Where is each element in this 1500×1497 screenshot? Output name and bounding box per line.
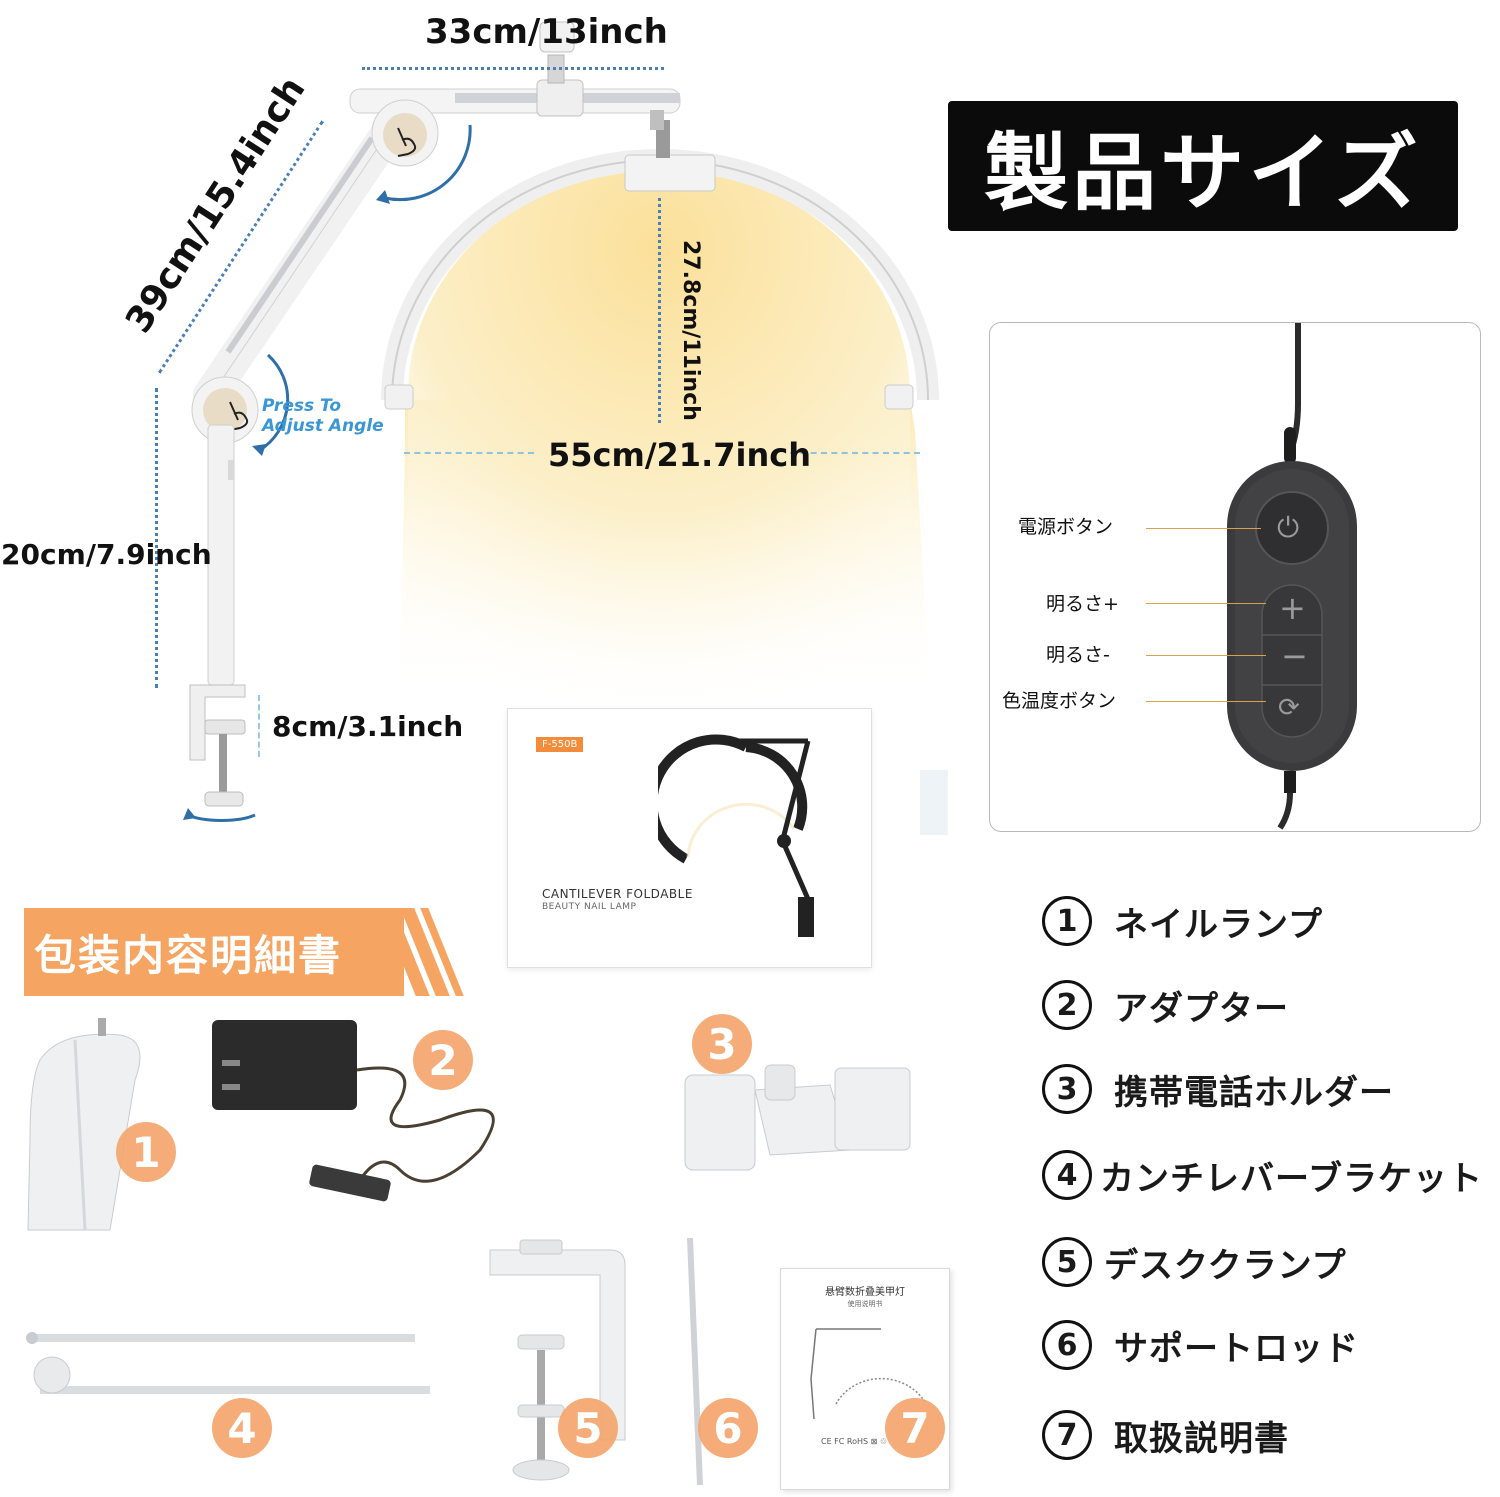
- brightness-up-label: 明るさ+: [1046, 593, 1119, 615]
- brightness-up-leader: [1146, 603, 1266, 604]
- lamp-illustration: [183, 21, 948, 835]
- item-label: カンチレバーブラケット: [1100, 1158, 1483, 1199]
- item-number: 6: [1042, 1320, 1092, 1370]
- manual-title: 悬臂数折叠美甲灯: [825, 1287, 905, 1298]
- item-label: ネイルランプ: [1114, 904, 1323, 945]
- item-number: 2: [1042, 980, 1092, 1030]
- dim-line-arc-width: [404, 452, 534, 454]
- item-label: アダプター: [1114, 988, 1289, 1029]
- dim-line-arc-width-right: [790, 452, 920, 454]
- minus-icon: −: [1281, 637, 1308, 675]
- controller-image: [1227, 323, 1357, 830]
- plus-icon: +: [1279, 589, 1306, 627]
- power-icon: ⏻: [1277, 511, 1300, 544]
- box-name-line2: BEAUTY NAIL LAMP: [542, 902, 637, 912]
- list-item: 1 ネイルランプ: [1042, 896, 1323, 946]
- item-number: 1: [1042, 896, 1092, 946]
- power-leader: [1146, 528, 1261, 529]
- product-box: F-550B CANTILEVER FOLDABLE BEAUTY NAIL L…: [507, 708, 872, 968]
- color-temp-label: 色温度ボタン: [1002, 690, 1117, 712]
- part-badge: 3: [692, 1014, 752, 1074]
- item-label: 携帯電話ホルダー: [1114, 1072, 1394, 1113]
- box-name-line1: CANTILEVER FOLDABLE: [542, 887, 693, 901]
- dim-line-clamp: [258, 695, 260, 757]
- part-badge: 6: [698, 1398, 758, 1458]
- manual-footer: CE FC RoHS ⊠ ♲: [821, 1437, 888, 1446]
- power-button-label: 電源ボタン: [1018, 516, 1114, 538]
- dim-arc-width: 55cm/21.7inch: [548, 436, 811, 474]
- dim-line-top: [362, 67, 664, 70]
- list-item: 6 サポートロッド: [1042, 1320, 1359, 1370]
- model-tag: F-550B: [536, 737, 584, 752]
- list-item: 7 取扱説明書: [1042, 1410, 1289, 1460]
- part-badge: 2: [413, 1030, 473, 1090]
- item-number: 5: [1042, 1237, 1092, 1287]
- dim-line-arc-height: [658, 198, 661, 423]
- box-lamp-image: [658, 734, 814, 937]
- package-contents-banner: 包装内容明細書: [24, 908, 404, 996]
- brightness-down-leader: [1146, 655, 1266, 656]
- controller-panel: ⏻ + − ⟳ 電源ボタン 明るさ+ 明るさ- 色温度ボタン: [989, 322, 1481, 832]
- manual-diagram: [810, 1328, 927, 1420]
- part-badge: 5: [558, 1398, 618, 1458]
- package-parts-image: [26, 1018, 911, 1486]
- item-number: 4: [1042, 1150, 1092, 1200]
- dim-pole: 20cm/7.9inch: [1, 538, 212, 571]
- manual-subtitle: 使用说明书: [847, 1300, 883, 1308]
- list-item: 2 アダプター: [1042, 980, 1289, 1030]
- part-badge: 4: [212, 1398, 272, 1458]
- brightness-down-label: 明るさ-: [1046, 644, 1110, 666]
- list-item: 4 カンチレバーブラケット: [1042, 1150, 1483, 1200]
- dim-arc-height: 27.8cm/11inch: [678, 240, 703, 421]
- color-temp-icon: ⟳: [1278, 693, 1300, 723]
- item-number: 3: [1042, 1064, 1092, 1114]
- press-adjust-note: Press To Adjust Angle: [262, 396, 384, 436]
- color-temp-leader: [1146, 701, 1266, 702]
- dim-clamp: 8cm/3.1inch: [272, 710, 464, 743]
- press-note-line1: Press To: [262, 396, 342, 416]
- part-badge: 1: [116, 1122, 176, 1182]
- item-label: デスククランプ: [1104, 1245, 1347, 1286]
- item-number: 7: [1042, 1410, 1092, 1460]
- list-item: 5 デスククランプ: [1042, 1237, 1347, 1287]
- press-note-line2: Adjust Angle: [262, 416, 384, 436]
- dim-line-pole: [155, 388, 158, 688]
- dim-top-arm: 33cm/13inch: [425, 12, 668, 52]
- part-badge: 7: [885, 1398, 945, 1458]
- product-size-title: 製品サイズ: [948, 101, 1458, 231]
- item-label: 取扱説明書: [1114, 1418, 1289, 1459]
- instruction-manual: 悬臂数折叠美甲灯 使用说明书 CE FC RoHS ⊠ ♲: [780, 1268, 950, 1490]
- item-label: サポートロッド: [1114, 1328, 1359, 1369]
- list-item: 3 携帯電話ホルダー: [1042, 1064, 1394, 1114]
